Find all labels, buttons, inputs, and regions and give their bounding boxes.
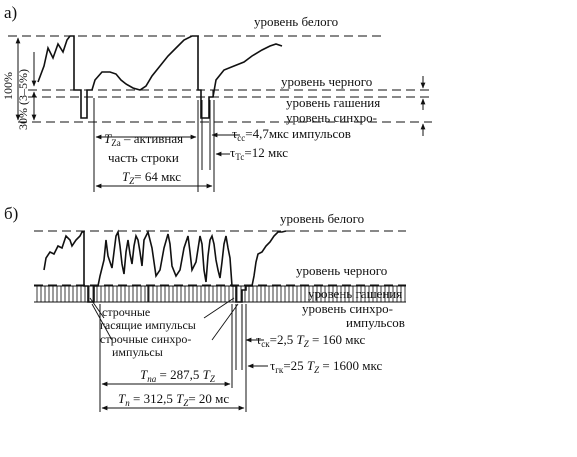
b-video-signal	[43, 229, 287, 303]
a-100pct-label: 100%	[1, 72, 15, 100]
b-leader-sync-2	[211, 303, 239, 341]
b-level-sync-label-1: уровень синхро-	[302, 301, 393, 316]
a-ttc-label: τТс=12 мкс	[230, 145, 288, 162]
panel-a-letter: а)	[4, 3, 17, 22]
b-level-blank-label: уровень гашения	[308, 286, 402, 301]
b-tgk-label: τгк=25 TZ = 1600 мкс	[270, 358, 382, 375]
a-level-black-label: уровень черного	[281, 74, 372, 89]
a-30pct-label: 30% (3–5%)	[16, 69, 30, 130]
b-line-blank-label-1: строчные	[102, 305, 150, 319]
a-level-sync-label: уровень синхро-	[286, 110, 377, 125]
b-tck-label: τск=2,5 TZ = 160 мкс	[256, 332, 366, 349]
b-line-sync-label-2: импульсы	[112, 345, 163, 359]
b-tpa-label: Tпа = 287,5 TZ	[140, 367, 216, 384]
a-level-white-label: уровень белого	[254, 14, 338, 29]
panel-a: а) 100% 30% (3–5%) уровень белого уровен…	[1, 3, 432, 192]
b-tp-label: Tп = 312,5 TZ= 20 мс	[118, 391, 229, 408]
b-leader-blank-2	[203, 297, 235, 319]
b-line-blank-label-2: гасящие импульсы	[100, 318, 196, 332]
a-active-label-line2: часть строки	[108, 150, 179, 165]
a-video-signal	[37, 35, 283, 119]
b-line-sync-label-1: строчные синхро-	[100, 332, 191, 346]
panel-b: б) уровень белого уровень черного уровен…	[4, 204, 406, 412]
b-leader-sync-1	[91, 303, 113, 341]
b-level-sync-label-2: импульсов	[346, 315, 405, 330]
b-level-black-label: уровень черного	[296, 263, 387, 278]
panel-b-letter: б)	[4, 204, 18, 223]
b-level-white-label: уровень белого	[280, 211, 364, 226]
b-hatch-band	[34, 286, 406, 302]
a-tz-label: TZ= 64 мкс	[122, 169, 181, 186]
a-level-blank-label: уровень гашения	[286, 95, 380, 110]
a-tcc-label: τсс=4,7мкс импульсов	[232, 126, 351, 143]
b-leader-blank-1	[89, 297, 105, 319]
a-active-label-line1: TZа – активная	[104, 131, 183, 148]
